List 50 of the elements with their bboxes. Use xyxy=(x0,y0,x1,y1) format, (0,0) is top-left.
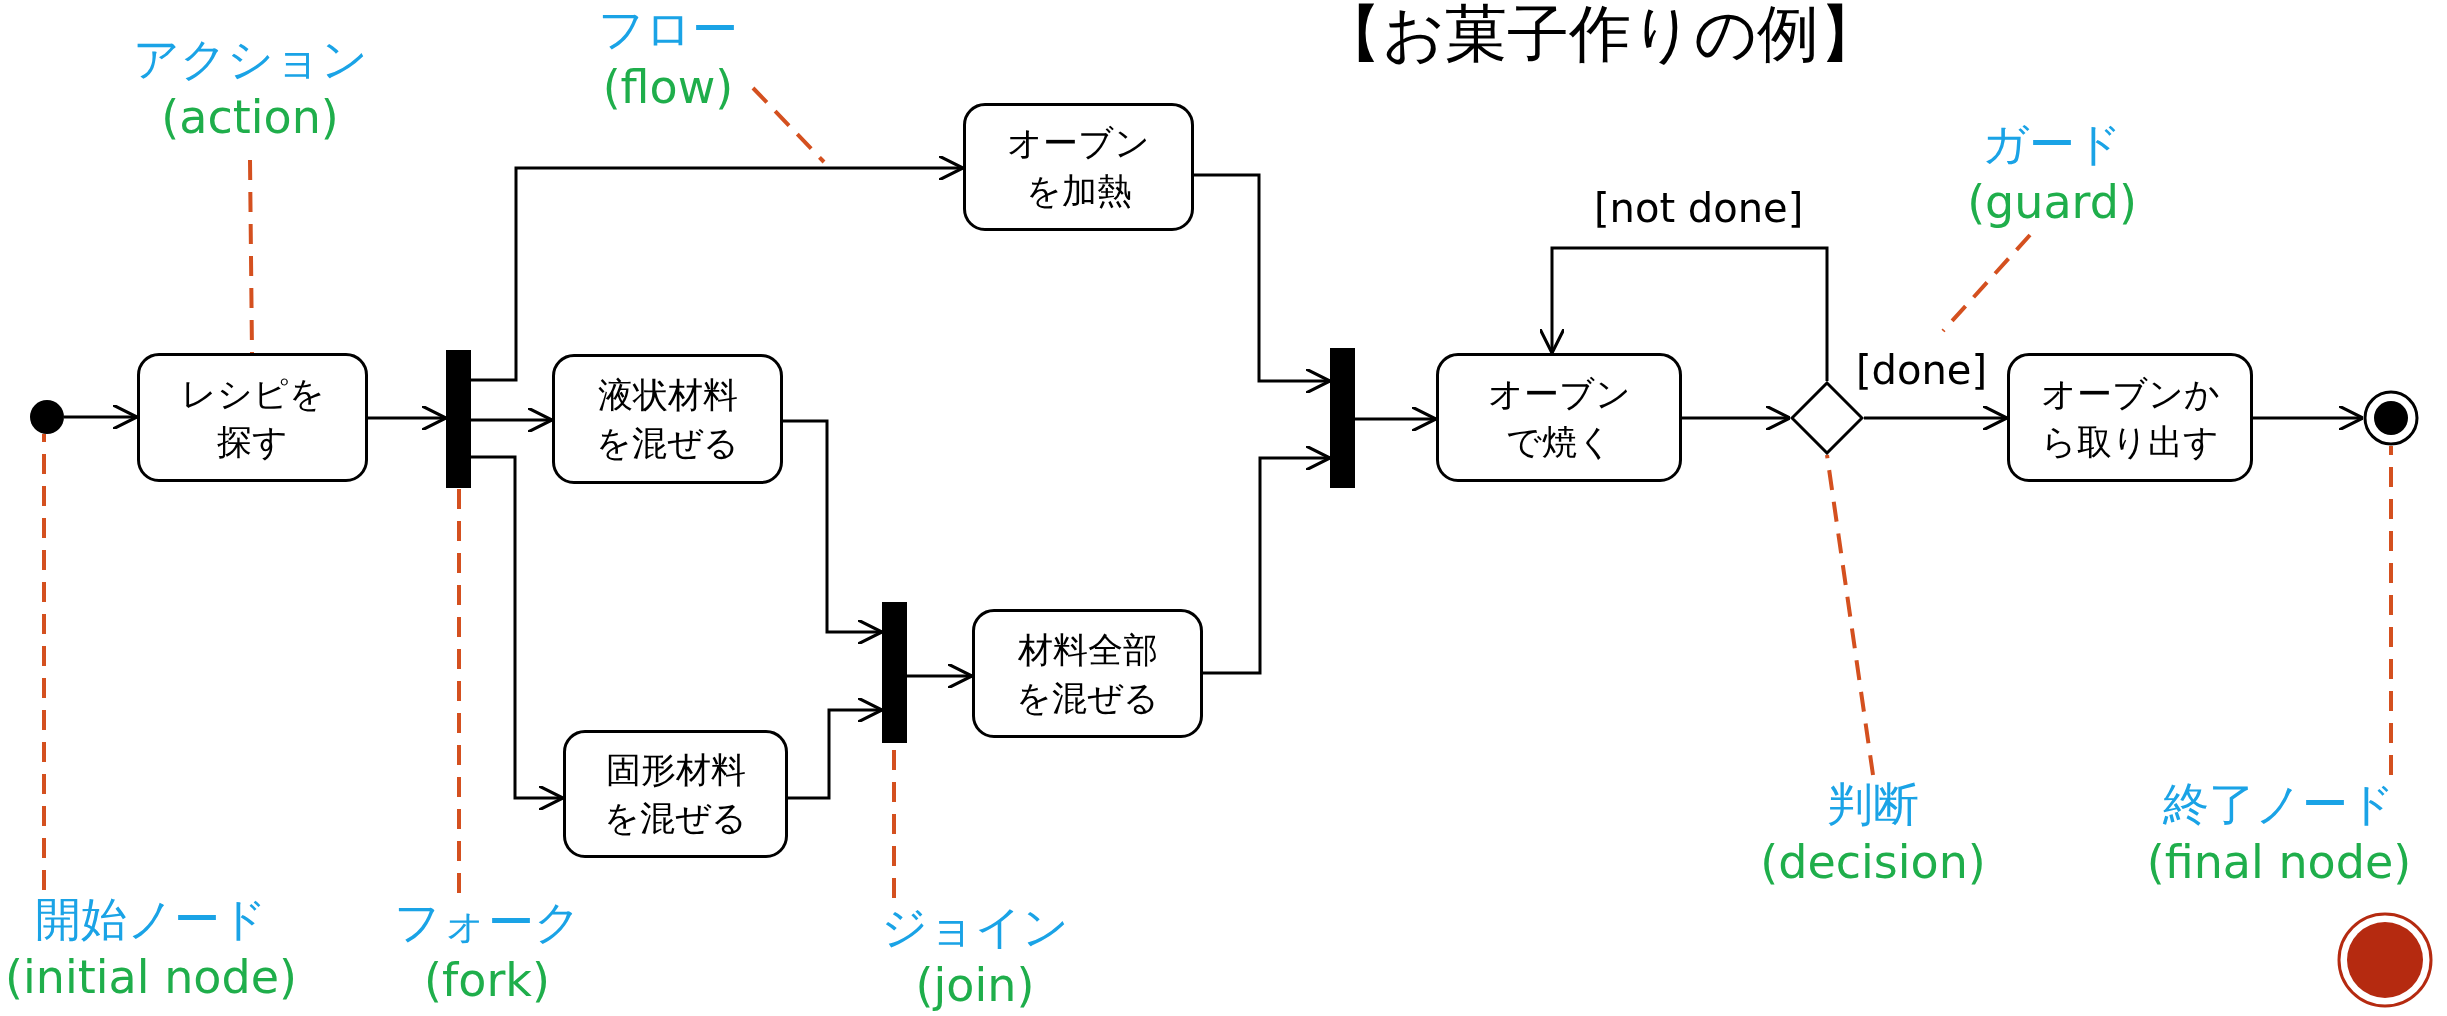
flow-arrow xyxy=(1538,246,1829,381)
flow-arrow xyxy=(788,696,884,800)
flow-arrow xyxy=(1682,404,1792,432)
annotation-term: (initial node) xyxy=(4,949,298,1006)
annotation-text: 判断 xyxy=(1826,776,1920,833)
flow-arrow xyxy=(2253,404,2365,432)
action-box: 材料全部を混ぜる xyxy=(972,609,1203,738)
annotation-text: ガード xyxy=(1981,116,2123,173)
initial-node-dot xyxy=(30,400,64,434)
flow-arrow xyxy=(64,403,139,431)
flow-arrow xyxy=(907,662,974,690)
flow-arrow xyxy=(1203,444,1332,675)
action-box: レシピを探す xyxy=(137,353,368,482)
leader-line xyxy=(42,434,46,890)
flow-arrow xyxy=(471,455,565,812)
leader-line xyxy=(2389,446,2393,775)
action-box: 固形材料を混ぜる xyxy=(563,730,788,858)
annotation-text: ジョイン xyxy=(880,899,1070,956)
flow-arrow xyxy=(783,419,884,646)
sync-bar xyxy=(1330,348,1355,488)
leader-line xyxy=(1825,454,1875,776)
leader-line xyxy=(457,488,461,893)
final-node-symbol xyxy=(2363,390,2419,446)
flow-arrow xyxy=(471,154,965,382)
annotation-term: (final node) xyxy=(2145,834,2413,891)
flow-arrow xyxy=(1355,405,1438,433)
flow-arrow xyxy=(471,406,554,434)
leader-line xyxy=(751,86,826,164)
action-box: オーブンを加熱 xyxy=(963,103,1194,231)
title: 【お菓子作りの例】 xyxy=(1318,0,1882,72)
action-box: 液状材料を混ぜる xyxy=(552,354,783,484)
annotation-text: 終了ノード xyxy=(2162,776,2396,833)
sync-bar xyxy=(446,350,471,488)
annotation-text: フロー xyxy=(597,1,739,58)
annotation-text: アクション xyxy=(131,31,369,88)
annotation-term: (flow) xyxy=(601,59,735,116)
annotation-term: (decision) xyxy=(1759,834,1987,891)
annotation-term: (fork) xyxy=(423,952,551,1009)
flow-arrow xyxy=(1864,404,2009,432)
annotation-text: フォーク xyxy=(392,894,582,951)
flow-arrow xyxy=(368,404,448,432)
action-box: オーブンから取り出す xyxy=(2007,353,2253,482)
sync-bar xyxy=(882,602,907,743)
annotation-term: (guard) xyxy=(1967,174,2137,231)
action-box: オーブンで焼く xyxy=(1436,353,1682,482)
flow-arrow xyxy=(1194,173,1332,395)
annotation-term: (join) xyxy=(914,957,1036,1014)
annotation-text: 開始ノード xyxy=(34,891,268,948)
annotation-term: (action) xyxy=(160,89,340,146)
leader-line xyxy=(1941,233,2032,333)
